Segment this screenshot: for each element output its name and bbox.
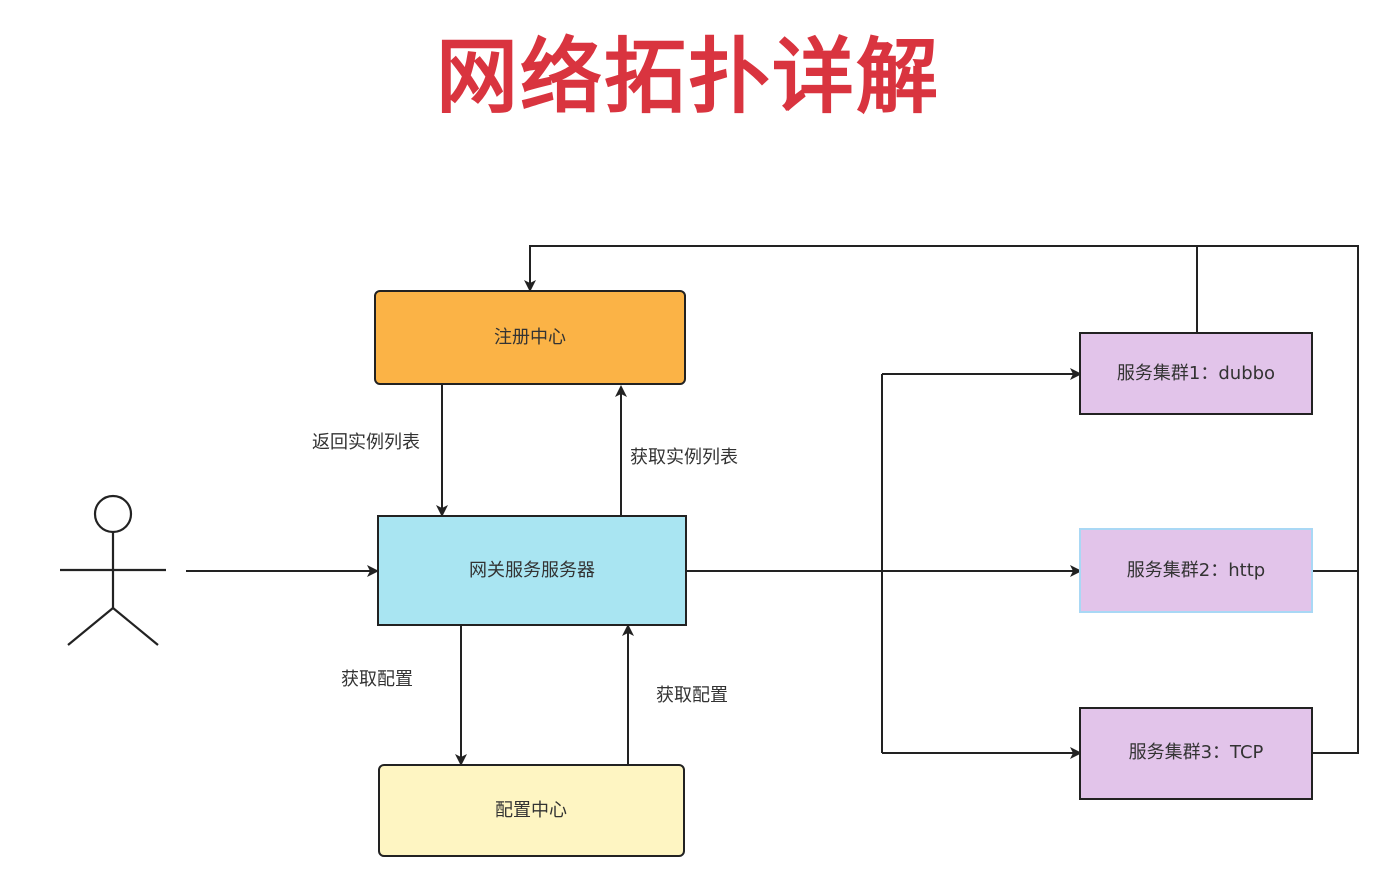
- node-cluster2-box: [1079, 528, 1313, 613]
- node-registry-label: 注册中心: [494, 327, 566, 348]
- node-gateway: 网关服务服务器: [377, 515, 687, 626]
- node-cluster3-box: [1079, 707, 1313, 800]
- edge-label-get-instances: 获取实例列表: [630, 447, 738, 468]
- user-actor-icon: [60, 494, 166, 646]
- node-cluster1-label: 服务集群1：dubbo: [1117, 363, 1275, 384]
- node-gateway-label: 网关服务服务器: [469, 560, 595, 581]
- node-config: 配置中心: [378, 764, 685, 857]
- node-cluster3: 服务集群3：TCP: [1079, 707, 1313, 800]
- edge-label-get-config-down: 获取配置: [341, 669, 413, 690]
- node-cluster2-label: 服务集群2：http: [1127, 560, 1265, 581]
- page-title: 网络拓扑详解: [436, 30, 941, 125]
- node-cluster1: 服务集群1：dubbo: [1079, 332, 1313, 415]
- node-registry: 注册中心: [374, 290, 686, 385]
- node-registry-box: [374, 290, 686, 385]
- node-config-label: 配置中心: [495, 800, 567, 821]
- edge-label-return-instances: 返回实例列表: [312, 432, 420, 453]
- node-cluster2: 服务集群2：http: [1079, 528, 1313, 613]
- node-gateway-box: [377, 515, 687, 626]
- edge-label-get-config-up: 获取配置: [656, 685, 728, 706]
- node-cluster1-box: [1079, 332, 1313, 415]
- node-cluster3-label: 服务集群3：TCP: [1129, 742, 1264, 763]
- node-config-box: [378, 764, 685, 857]
- edge-clusters-register: [524, 245, 1359, 754]
